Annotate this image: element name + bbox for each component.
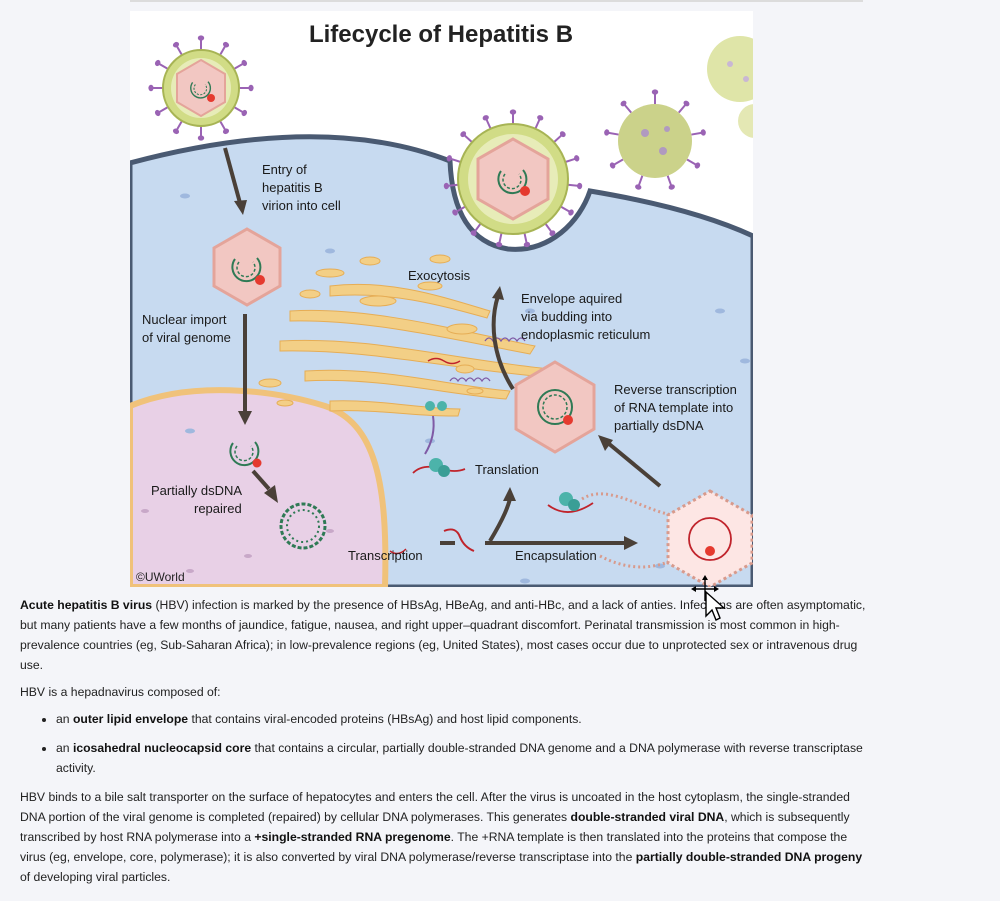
label-exocytosis: Exocytosis	[408, 268, 471, 283]
label-translation: Translation	[475, 462, 539, 477]
bold-term: icosahedral nucleocapsid core	[72, 741, 252, 755]
bold-term: double-stranded viral DNA	[570, 810, 725, 824]
text-run: that contains a circular, partially doub…	[56, 741, 863, 775]
label-entry: Entry of	[262, 162, 307, 177]
rt-capsid	[514, 360, 596, 454]
entering-virion	[147, 34, 255, 142]
paragraph-lifecycle: HBV binds to a bile salt transporter on …	[20, 787, 870, 887]
copyright-label: ©UWorld	[136, 570, 185, 584]
lifecycle-figure: Lifecycle of Hepatitis B Entry of hepati…	[130, 11, 753, 587]
bold-term: outer lipid envelope	[72, 712, 189, 726]
label-envelope: endoplasmic reticulum	[521, 327, 650, 342]
label-nuclear-import: of viral genome	[142, 330, 231, 345]
text-run: es. Infections are often asymptomatic, b…	[20, 598, 866, 672]
endoplasmic-reticulum	[258, 254, 551, 417]
paragraph-acute-hbv: Acute hepatitis B virus (HBV) infection …	[20, 595, 870, 675]
hbsag-particle	[602, 88, 708, 192]
label-reverse-transcription: partially dsDNA	[614, 418, 704, 433]
figure-title: Lifecycle of Hepatitis B	[309, 21, 573, 48]
entering-capsid	[212, 227, 282, 307]
label-nuclear-import: Nuclear import	[142, 312, 227, 327]
ribosome-icon	[412, 458, 466, 477]
label-reverse-transcription: of RNA template into	[614, 400, 733, 415]
label-entry: virion into cell	[262, 198, 341, 213]
text-run: HBV binds to a bile salt transporter on …	[20, 790, 850, 824]
article-body: Acute hepatitis B virus (HBV) infection …	[20, 595, 870, 894]
text-run: . The +RNA template is then translated i…	[20, 830, 848, 864]
label-encapsulation: Encapsulation	[515, 548, 597, 563]
bold-term: Acute hepatitis B virus	[20, 598, 153, 612]
text-run: (HBV) infection is marked by the presenc…	[152, 598, 661, 612]
label-envelope: Envelope aquired	[521, 291, 622, 306]
top-divider	[130, 0, 863, 2]
text-run: that contains viral-encoded proteins (HB…	[188, 712, 582, 726]
paragraph-hepadnavirus: HBV is a hepadnavirus composed of:	[20, 685, 221, 699]
text-run: of developing viral particles.	[20, 870, 171, 884]
bold-term: partially double-stranded DNA progeny	[635, 850, 863, 864]
label-reverse-transcription: Reverse transcription	[614, 382, 737, 397]
composition-list: an outer lipid envelope that contains vi…	[20, 709, 870, 778]
label-dsdna-repaired: Partially dsDNA	[151, 483, 242, 498]
label-transcription: Transcription	[348, 548, 423, 563]
cccdna-icon	[279, 502, 327, 550]
move-cursor-icon	[690, 574, 730, 627]
label-envelope: via budding into	[521, 309, 612, 324]
label-entry: hepatitis B	[262, 180, 323, 195]
text-run: an	[56, 712, 73, 726]
label-dsdna-repaired: repaired	[194, 501, 242, 516]
bold-term: +single-stranded RNA pregenome	[254, 830, 451, 844]
text-run: , which is subsequently transcribed by h…	[20, 810, 850, 844]
budding-virion	[442, 108, 584, 249]
encapsulating-capsid	[666, 489, 753, 587]
hbsag-particle	[738, 104, 753, 138]
list-item: an outer lipid envelope that contains vi…	[56, 709, 870, 729]
list-item: an icosahedral nucleocapsid core that co…	[56, 738, 870, 778]
hbsag-particle	[707, 36, 753, 102]
text-run: an	[56, 741, 73, 755]
